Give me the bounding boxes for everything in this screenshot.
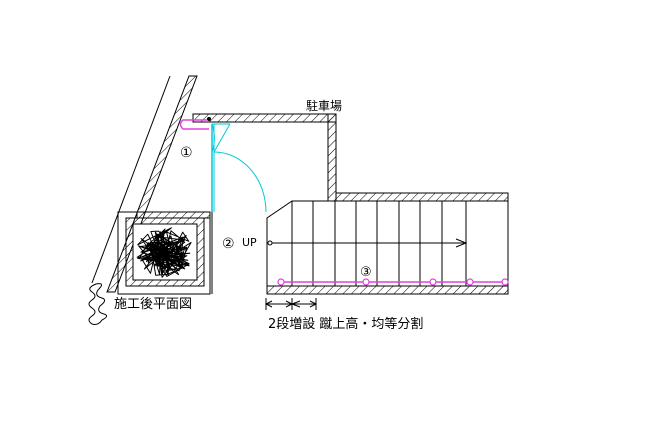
area-1-label: ① [180,145,193,161]
caption-label: 施工後平面図 [114,297,192,312]
up-arrow [267,238,468,248]
handrail-post [362,278,370,286]
handrail-post [429,278,437,286]
right-wall [327,113,337,202]
handrail-upper [179,117,211,130]
stair [266,200,509,287]
top-wall [192,113,337,123]
door-swing [211,123,267,213]
area-2-label: ② [222,236,235,252]
handrail-lower [277,278,509,286]
shrub-icon [136,227,192,278]
up-label: UP [242,236,257,249]
area-3-label: ③ [360,265,372,280]
handrail-post [277,278,285,286]
handrail-post [466,278,474,286]
parking-label: 駐車場 [306,98,342,113]
partition-wall [136,211,211,219]
planter-box [117,211,211,295]
dimension-line [264,298,318,310]
corridor-top-wall [335,192,509,202]
handrail-post [501,278,509,286]
dimension-note: 2段増設 蹴上高・均等分割 [268,316,423,332]
corridor-bottom-wall [266,285,509,295]
break-line-icon [88,283,108,325]
